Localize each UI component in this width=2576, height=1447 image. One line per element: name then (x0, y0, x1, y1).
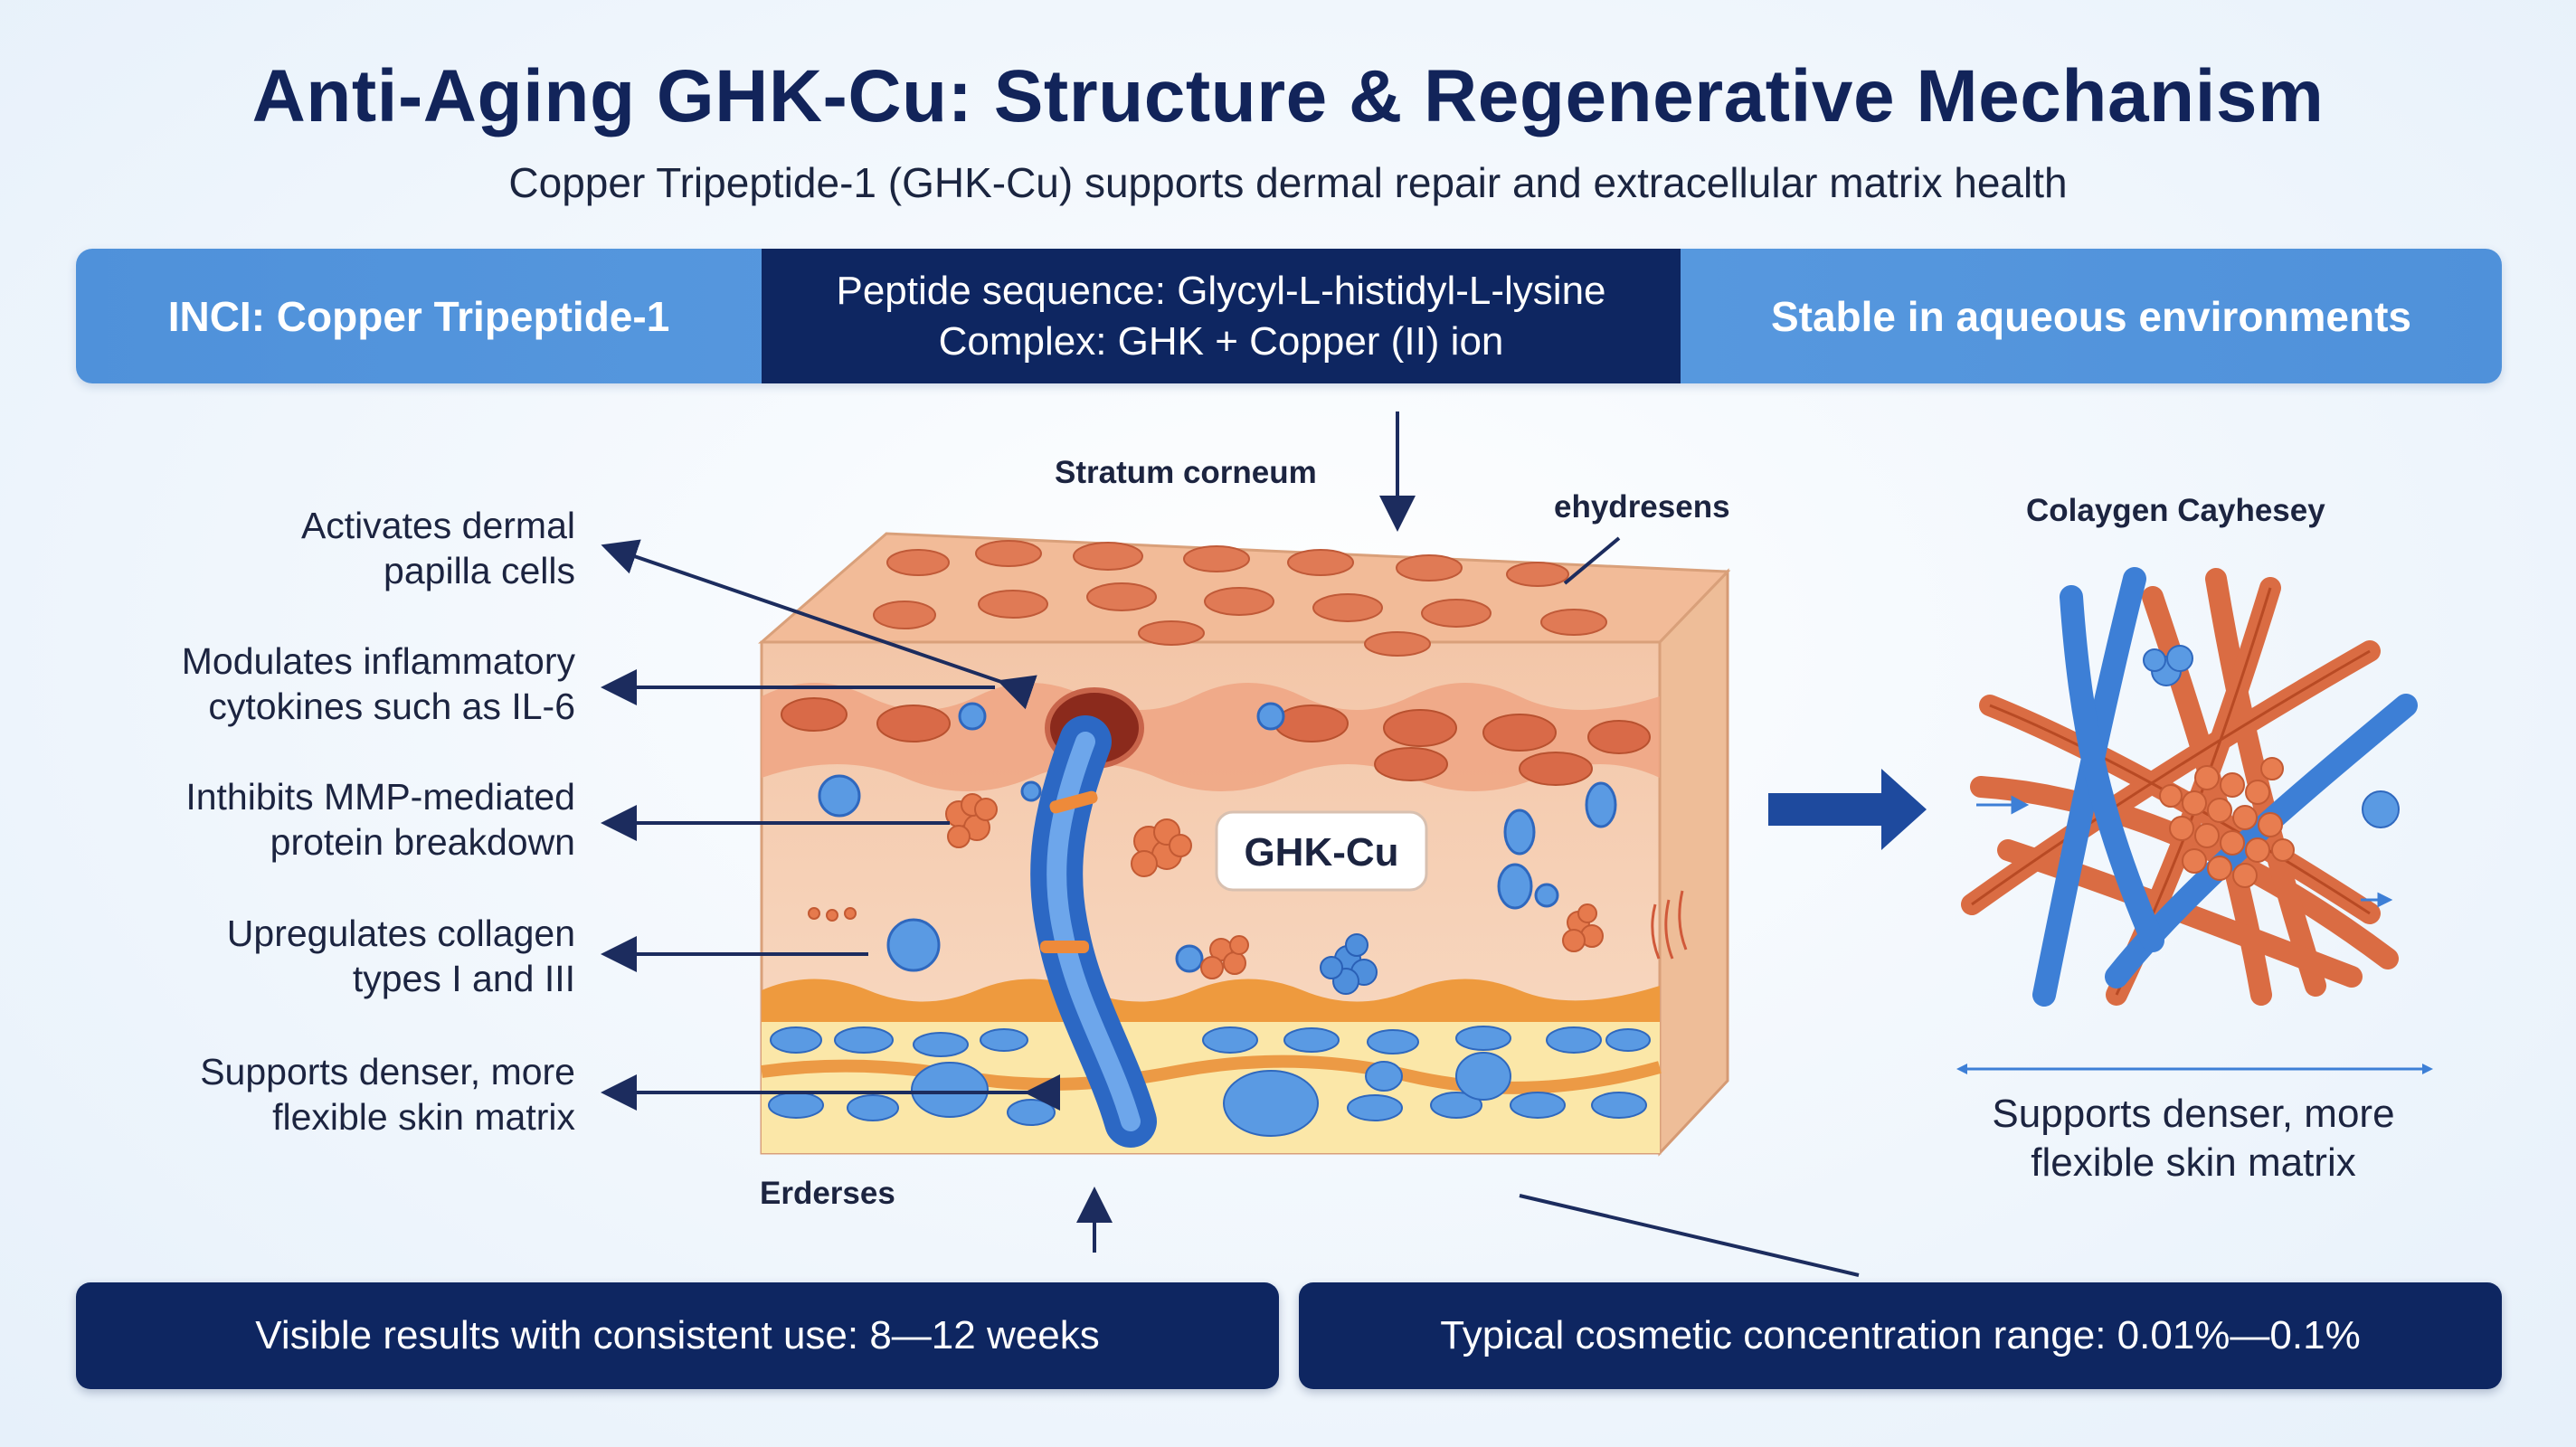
skin-block-side (1658, 568, 1729, 1157)
peptide-info-panel: Peptide sequence: Glycyl-L-histidyl-L-ly… (762, 249, 1681, 383)
results-timeline-banner: Visible results with consistent use: 8—1… (76, 1282, 1279, 1389)
benefit-item: Upregulates collagen types I and III (226, 913, 575, 999)
benefit-item: Modulates inflammatory cytokines such as… (181, 640, 575, 727)
concentration-range-banner: Typical cosmetic concentration range: 0.… (1299, 1282, 2502, 1389)
benefit-item: Supports denser, more flexible skin matr… (200, 1051, 575, 1138)
stratum-corneum-label: Stratum corneum (1055, 455, 1317, 490)
peptide-complex: Complex: GHK + Copper (II) ion (938, 318, 1504, 364)
stability-label: Stable in aqueous environments (1770, 292, 2412, 340)
page-subtitle: Copper Tripeptide-1 (GHK-Cu) supports de… (508, 159, 2068, 206)
benefit-item: Activates dermal papilla cells (300, 505, 575, 591)
ghk-cu-label-box (1215, 810, 1428, 892)
matrix-caption: Supports denser, more flexible skin matr… (1992, 1092, 2395, 1185)
matrix-title: Colaygen Cayhesey (2026, 493, 2325, 528)
ghk-cu-label: GHK-Cu (1244, 830, 1399, 875)
to-matrix-arrow (1768, 769, 1927, 850)
benefit-leaders (601, 411, 1860, 1277)
page-title: Anti-Aging GHK-Cu: Structure & Regenerat… (251, 55, 2325, 137)
collagen-matrix (1956, 567, 2433, 1074)
peptide-sequence: Peptide sequence: Glycyl-L-histidyl-L-ly… (836, 268, 1606, 313)
dermis-molecules (818, 702, 1617, 973)
erderses-label: Erderses (760, 1176, 895, 1211)
cell-clusters (808, 793, 1604, 979)
fat-cells (768, 1026, 1651, 1137)
benefit-item: Inthibits MMP-mediated protein breakdown (185, 776, 575, 863)
ehydresens-label: ehydresens (1554, 489, 1730, 525)
dermis-orange-layer (762, 979, 1660, 1022)
inci-label: INCI: Copper Tripeptide-1 (167, 292, 670, 340)
